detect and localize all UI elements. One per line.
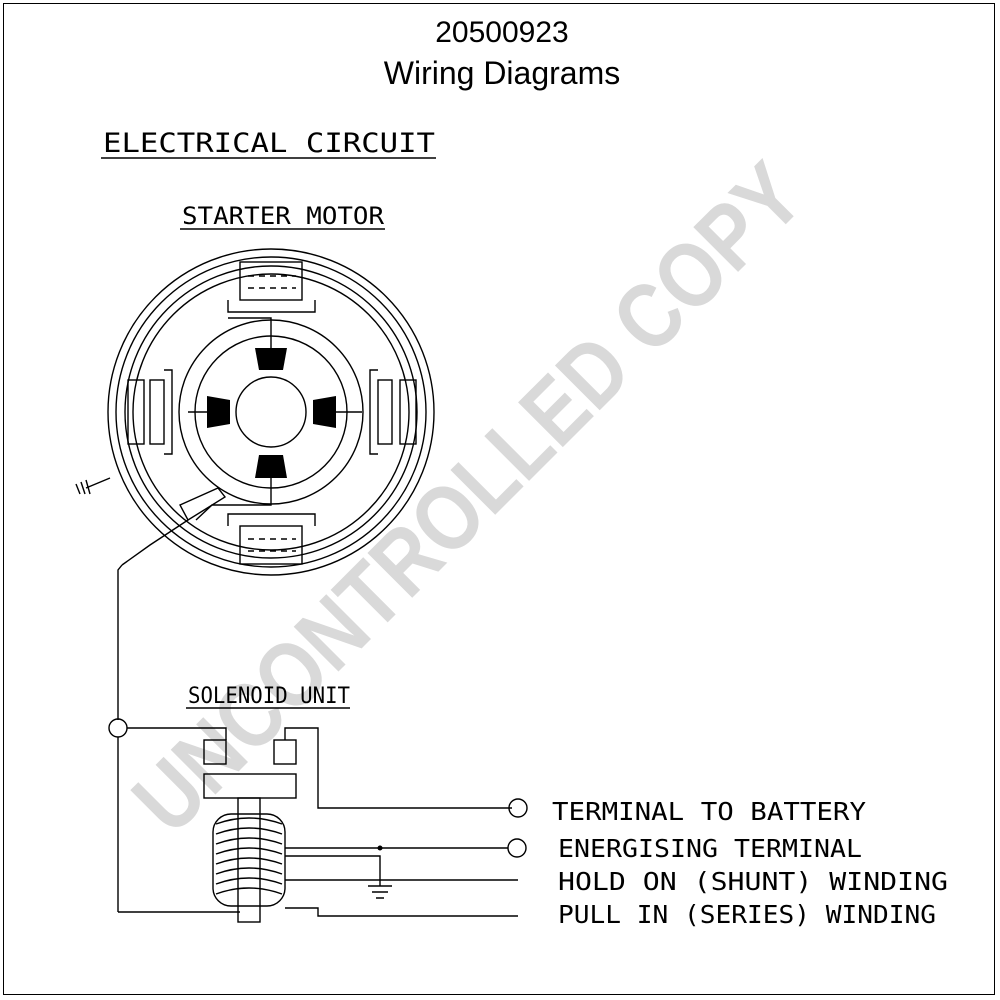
motor-to-solenoid-wire — [117, 564, 123, 720]
motor-outer-ring — [107, 248, 435, 576]
field-coil-bottom — [227, 513, 316, 565]
internal-lead — [179, 487, 227, 521]
watermark: UNCONTROLLED COPY — [114, 144, 823, 853]
label-pull-in-winding: PULL IN (SERIES) WINDING — [558, 900, 936, 929]
solenoid-unit — [108, 718, 512, 923]
label-energising-terminal: ENERGISING TERMINAL — [558, 834, 862, 863]
starter-motor — [107, 248, 435, 576]
hold-on-wire — [285, 855, 381, 886]
field-coil-left — [127, 369, 173, 455]
shunt-ground-symbol — [368, 885, 392, 899]
field-coil-right — [369, 369, 417, 455]
motor-ring-4 — [132, 273, 410, 551]
label-hold-on-winding: HOLD ON (SHUNT) WINDING — [558, 867, 948, 896]
field-lead — [121, 519, 189, 566]
field-coil-top — [227, 261, 316, 313]
motor-ground-symbol — [75, 477, 111, 495]
energising-terminal-node — [507, 838, 527, 858]
label-terminal-to-battery: TERMINAL TO BATTERY — [552, 797, 866, 826]
brushes — [188, 317, 362, 521]
solenoid-unit-label: SOLENOID UNIT — [188, 684, 350, 709]
motor-shaft — [235, 376, 307, 448]
solenoid-coil — [212, 813, 286, 907]
brush-bottom — [255, 455, 287, 478]
pull-in-lead — [285, 907, 518, 917]
drawing-frame — [3, 3, 995, 995]
solenoid-contact-left — [203, 739, 227, 765]
solenoid-plunger — [237, 797, 261, 923]
motor-ring-2 — [115, 256, 427, 568]
part-number: 20500923 — [435, 16, 568, 49]
brush-left — [207, 396, 230, 428]
motor-ring-3 — [124, 265, 418, 559]
section-title-electrical-circuit: ELECTRICAL CIRCUIT — [103, 128, 435, 159]
brush-right — [313, 396, 336, 428]
starter-motor-label: STARTER MOTOR — [182, 202, 385, 230]
battery-terminal-node — [508, 798, 528, 818]
energising-junction-dot — [377, 845, 383, 851]
solenoid-junction-node — [108, 718, 128, 738]
brush-top — [255, 348, 287, 370]
page-title: Wiring Diagrams — [384, 55, 620, 91]
